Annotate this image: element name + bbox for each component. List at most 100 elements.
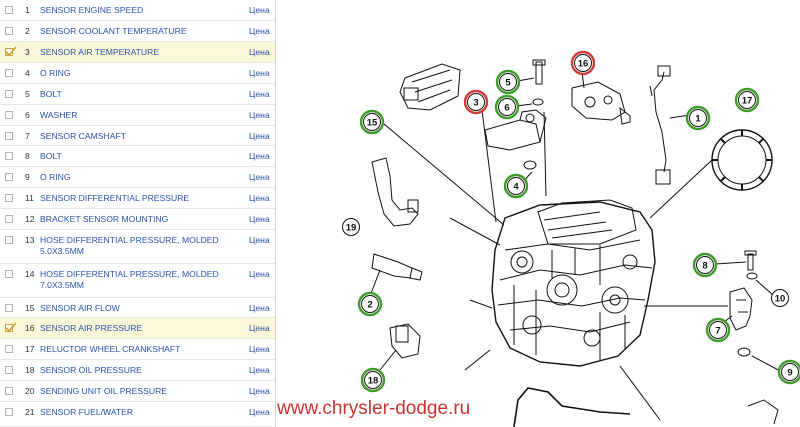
part-checkbox[interactable]	[5, 90, 13, 98]
price-link[interactable]: Цена	[249, 323, 270, 333]
price-link[interactable]: Цена	[249, 131, 270, 141]
part-number: 18	[25, 365, 35, 375]
part-name-link[interactable]: O RING	[40, 172, 71, 182]
callout-5[interactable]: 5	[495, 69, 521, 95]
part-name-link[interactable]: SENSOR ENGINE SPEED	[40, 5, 144, 15]
part-checkbox[interactable]	[5, 215, 13, 223]
part-checkbox[interactable]	[5, 236, 13, 244]
part-name-link[interactable]: SENDING UNIT OIL PRESSURE	[40, 386, 168, 396]
part-checkbox[interactable]	[5, 46, 17, 57]
price-link[interactable]: Цена	[249, 68, 270, 78]
part-name-link[interactable]: SENSOR FUEL/WATER	[40, 407, 134, 417]
part-name-link[interactable]: SENSOR AIR PRESSURE	[40, 323, 143, 333]
part-name-link[interactable]: SENSOR OIL PRESSURE	[40, 365, 142, 375]
part-row[interactable]: 16 SENSOR AIR PRESSURE Цена	[0, 318, 275, 339]
price-link[interactable]: Цена	[249, 172, 270, 182]
part-name-link[interactable]: BRACKET SENSOR MOUNTING	[40, 214, 169, 224]
callout-7[interactable]: 7	[705, 317, 731, 343]
price-link[interactable]: Цена	[249, 269, 270, 279]
part-name-link[interactable]: HOSE DIFFERENTIAL PRESSURE, MOLDED 7.0X3…	[40, 269, 219, 290]
price-link[interactable]: Цена	[249, 26, 270, 36]
part-name-link[interactable]: O RING	[40, 68, 71, 78]
part-checkbox[interactable]	[5, 69, 13, 77]
callout-group: 1 2 3 4 56 7 8 9 10 15 16 17 18 19	[342, 50, 800, 393]
callout-9[interactable]: 9	[777, 359, 800, 385]
part-checkbox[interactable]	[5, 366, 13, 374]
part-name-link[interactable]: WASHER	[40, 110, 78, 120]
part-name-link[interactable]: SENSOR CAMSHAFT	[40, 131, 126, 141]
part-checkbox[interactable]	[5, 322, 17, 333]
price-link[interactable]: Цена	[249, 365, 270, 375]
callout-label: 4	[513, 182, 519, 193]
callout-2[interactable]: 2	[357, 291, 383, 317]
price-link[interactable]: Цена	[249, 193, 270, 203]
part-name-link[interactable]: SENSOR AIR FLOW	[40, 303, 120, 313]
part-name-link[interactable]: SENSOR AIR TEMPERATURE	[40, 47, 160, 57]
part-name-link[interactable]: SENSOR DIFFERENTIAL PRESSURE	[40, 193, 190, 203]
part-name-link[interactable]: HOSE DIFFERENTIAL PRESSURE, MOLDED 5.0X3…	[40, 235, 219, 256]
price-link[interactable]: Цена	[249, 151, 270, 161]
part-checkbox[interactable]	[5, 408, 13, 416]
part-name-link[interactable]: RELUCTOR WHEEL CRANKSHAFT	[40, 344, 181, 354]
price-link[interactable]: Цена	[249, 407, 270, 417]
price-link[interactable]: Цена	[249, 303, 270, 313]
part-row[interactable]: 17 RELUCTOR WHEEL CRANKSHAFT Цена	[0, 339, 275, 360]
callout-19[interactable]: 19	[342, 218, 360, 236]
callout-10[interactable]: 10	[771, 289, 789, 307]
part-name-link[interactable]: BOLT	[40, 89, 62, 99]
part-checkbox[interactable]	[5, 111, 13, 119]
callout-1[interactable]: 1	[685, 105, 711, 131]
callout-15[interactable]: 15	[359, 109, 385, 135]
part-checkbox[interactable]	[5, 194, 13, 202]
callout-3[interactable]: 3	[463, 89, 489, 115]
part-checkbox[interactable]	[5, 345, 13, 353]
part-name-link[interactable]: SENSOR COOLANT TEMPERATURE	[40, 26, 187, 36]
callout-label: 17	[742, 96, 753, 107]
part-checkbox[interactable]	[5, 132, 13, 140]
price-link[interactable]: Цена	[249, 235, 270, 245]
part-checkbox[interactable]	[5, 6, 13, 14]
price-link[interactable]: Цена	[249, 47, 270, 57]
part-number: 17	[25, 344, 35, 354]
part-name-link[interactable]: BOLT	[40, 151, 62, 161]
part-number: 15	[25, 303, 35, 313]
part-row[interactable]: 15 SENSOR AIR FLOW Цена	[0, 298, 275, 318]
part-checkbox[interactable]	[5, 27, 13, 35]
callout-4[interactable]: 4	[503, 173, 529, 199]
price-link[interactable]: Цена	[249, 5, 270, 15]
callout-6[interactable]: 6	[494, 94, 520, 120]
part-row[interactable]: 18 SENSOR OIL PRESSURE Цена	[0, 360, 275, 381]
price-link[interactable]: Цена	[249, 89, 270, 99]
part-checkbox[interactable]	[5, 173, 13, 181]
price-link[interactable]: Цена	[249, 344, 270, 354]
callout-17[interactable]: 17	[734, 87, 760, 113]
price-link[interactable]: Цена	[249, 214, 270, 224]
part-checkbox[interactable]	[5, 152, 13, 160]
part-checkbox[interactable]	[5, 304, 13, 312]
callout-16[interactable]: 16	[570, 50, 596, 76]
part-number: 16	[25, 323, 35, 333]
callout-18[interactable]: 18	[360, 367, 386, 393]
price-link[interactable]: Цена	[249, 386, 270, 396]
part-checkbox[interactable]	[5, 270, 13, 278]
engine-illustration	[491, 199, 656, 367]
part-checkbox[interactable]	[5, 387, 13, 395]
price-link[interactable]: Цена	[249, 110, 270, 120]
callout-8[interactable]: 8	[692, 252, 718, 278]
